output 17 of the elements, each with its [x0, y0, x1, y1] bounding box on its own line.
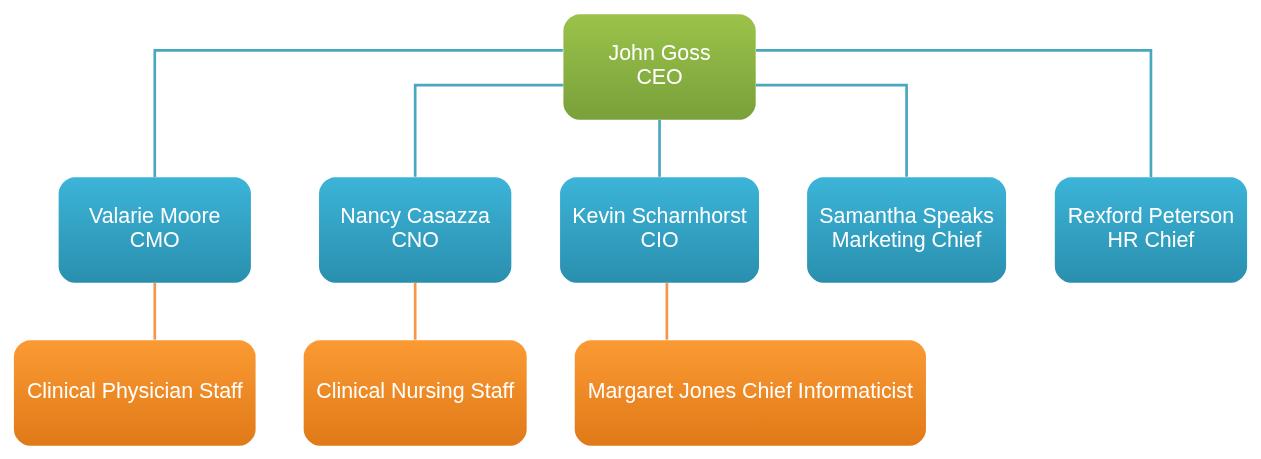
connector: [413, 282, 417, 340]
connector: [153, 48, 563, 177]
node-box: Kevin Scharnhorst CIO: [560, 176, 760, 283]
node-box: Clinical Nursing Staff: [303, 339, 527, 446]
node-box: Nancy Casazza CNO: [319, 176, 512, 283]
node-box: John Goss CEO: [563, 13, 756, 120]
node-box: Clinical Physician Staff: [13, 339, 256, 446]
node-box: Samantha Speaks Marketing Chief: [807, 176, 1007, 283]
connector: [658, 119, 661, 177]
node-box: Margaret Jones Chief Informaticist: [574, 339, 926, 446]
node-box: Rexford Peterson HR Chief: [1054, 176, 1248, 283]
connector: [153, 282, 157, 340]
node-box: Valarie Moore CMO: [58, 176, 251, 283]
connector: [413, 83, 564, 177]
connector: [665, 282, 669, 340]
connector: [756, 48, 1153, 177]
connector: [755, 83, 908, 177]
